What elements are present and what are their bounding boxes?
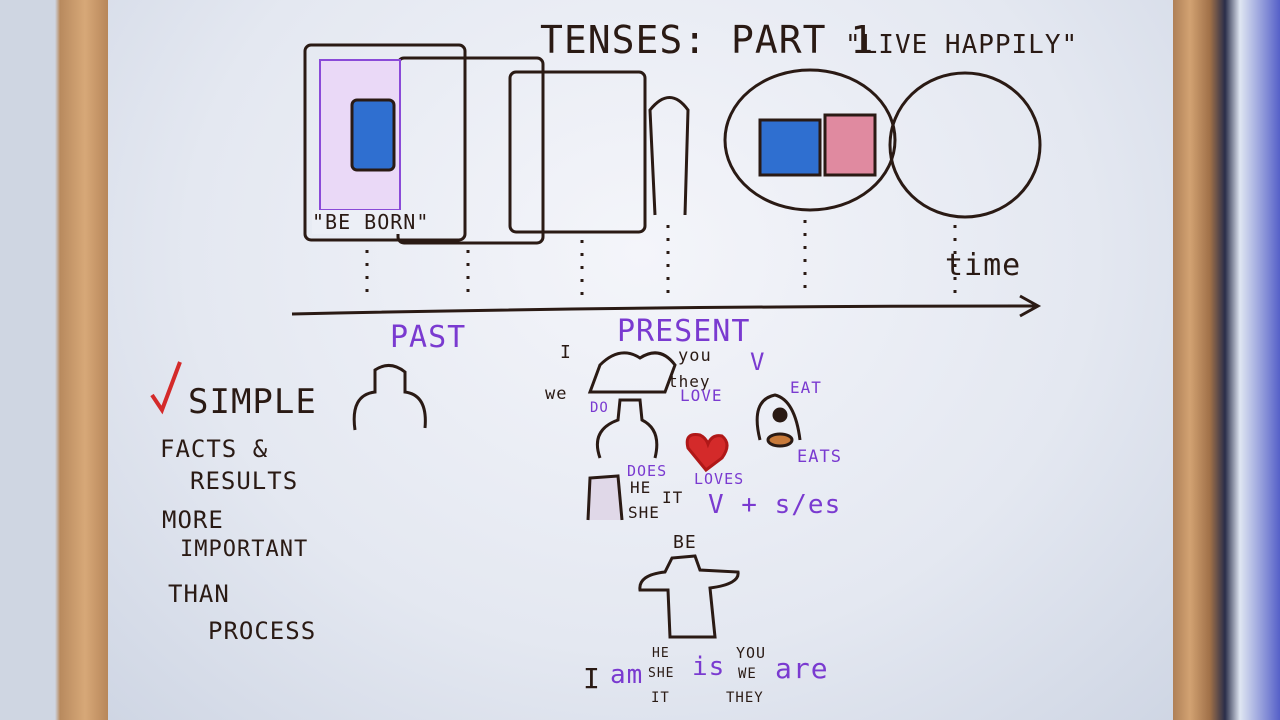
be-is: is [692, 652, 726, 682]
pronoun-she: SHE [628, 503, 660, 522]
photo-frames [303, 43, 647, 245]
checkmark [150, 361, 182, 415]
board-frame-left [0, 0, 110, 720]
be-you: YOU [736, 644, 767, 662]
verb-do: DO [590, 400, 609, 416]
pronoun-he: HE [630, 478, 652, 497]
hair-figure [586, 474, 624, 521]
timeline-arrow [291, 294, 1042, 318]
time-label: time [945, 248, 1022, 283]
be-he: HE [652, 646, 670, 661]
board-frame-right [1170, 0, 1280, 720]
rule-label: V + s/es [708, 490, 842, 520]
be-figure [638, 554, 740, 639]
note-line: MORE [162, 506, 224, 534]
note-line: THAN [168, 580, 230, 608]
group-figure [587, 351, 677, 394]
simple-label: SIMPLE [188, 382, 317, 422]
love-heart [685, 433, 729, 473]
eat-figure [755, 393, 802, 441]
live-happily-label: "LIVE HAPPILY" [845, 30, 1079, 60]
verb-love: LOVE [680, 386, 723, 405]
verb-eats: EATS [797, 447, 842, 467]
v-label: V [750, 348, 766, 376]
be-she: SHE [648, 666, 675, 681]
pronoun-it: IT [662, 488, 684, 507]
thought-clouds [723, 68, 1042, 219]
person-figure [648, 96, 690, 216]
whiteboard [108, 0, 1173, 720]
note-line: IMPORTANT [180, 537, 309, 562]
be-born-label: "BE BORN" [312, 210, 430, 234]
timeline-dots [365, 220, 957, 300]
note-line: RESULTS [190, 467, 299, 495]
pronoun-you: you [678, 346, 712, 366]
be-are: are [775, 652, 829, 685]
be-they: THEY [726, 690, 764, 706]
verb-eat: EAT [790, 378, 822, 397]
be-it: IT [651, 690, 670, 706]
verb-loves: LOVES [694, 470, 745, 488]
be-we: WE [738, 666, 757, 682]
note-line: FACTS & [160, 435, 269, 463]
past-figure [352, 364, 427, 431]
note-line: PROCESS [208, 617, 317, 645]
pronoun-they: they [668, 372, 711, 391]
present-heading: PRESENT [617, 314, 751, 349]
verb-does: DOES [627, 462, 668, 480]
do-figure [595, 398, 659, 459]
pronoun-i: I [560, 342, 572, 363]
be-am: am [610, 660, 644, 690]
past-heading: PAST [390, 320, 467, 355]
be-label: BE [673, 532, 697, 553]
page-title: TENSES: PART 1 [540, 18, 875, 62]
be-i: I [583, 662, 601, 695]
pronoun-we: we [545, 384, 568, 404]
